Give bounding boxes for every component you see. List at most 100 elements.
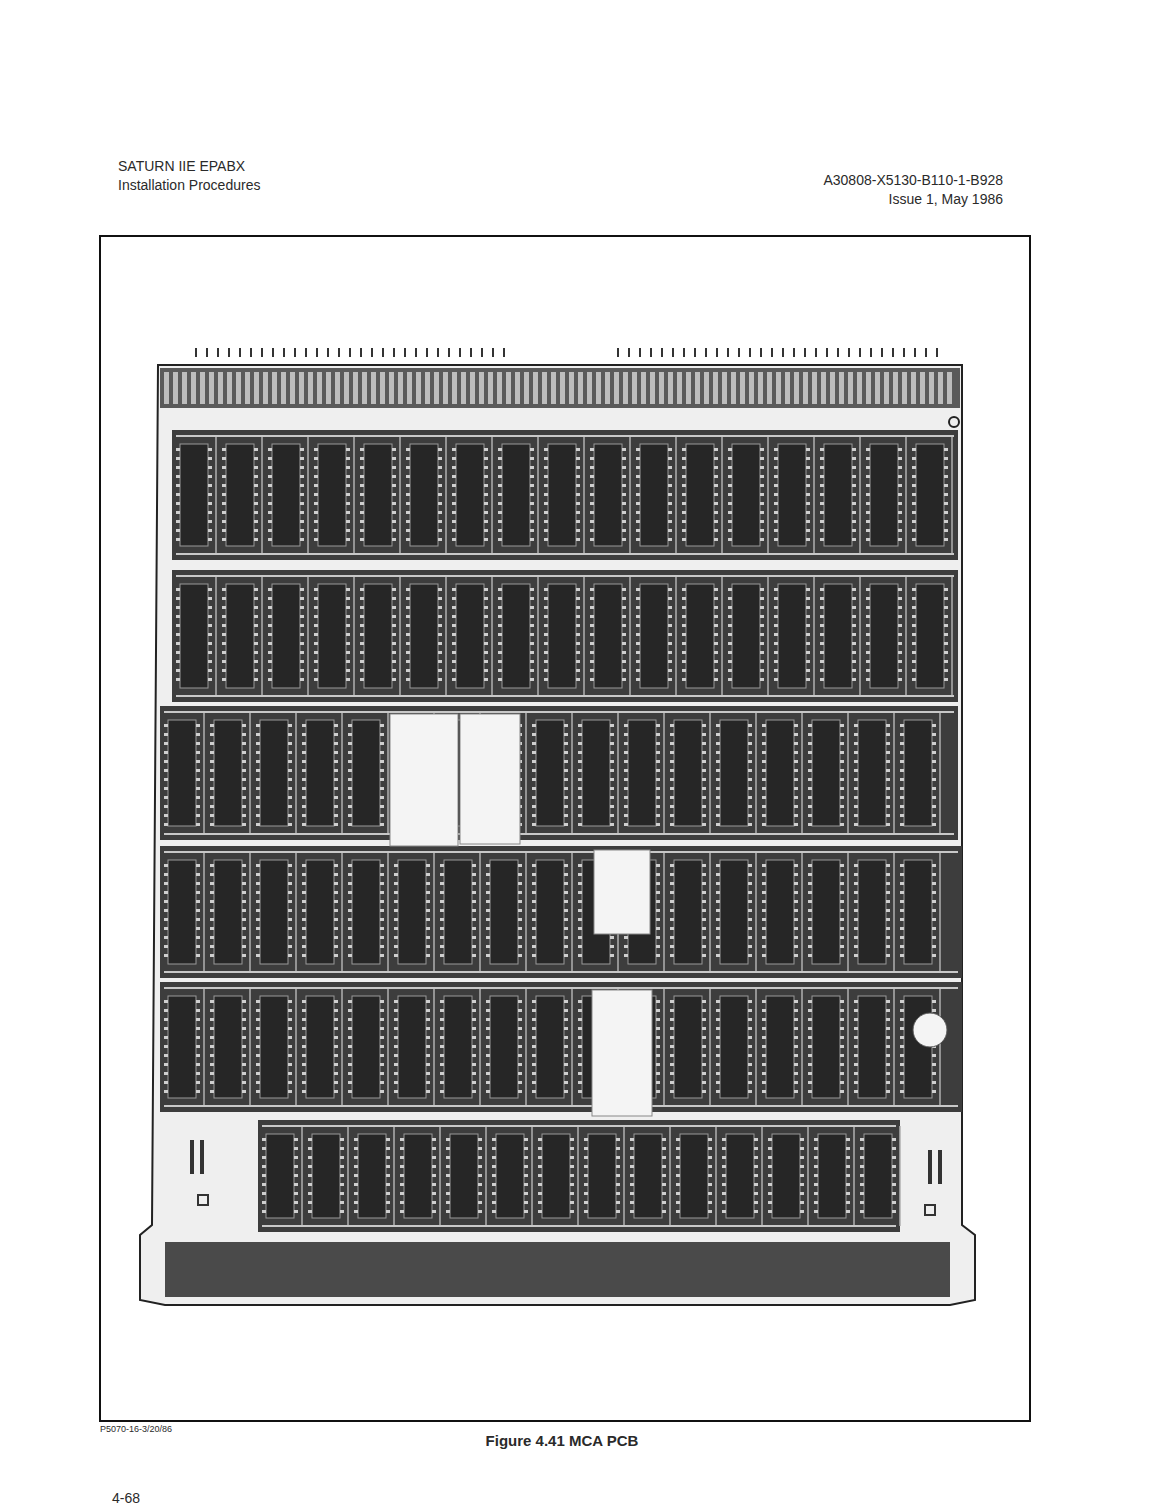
ic-chip — [214, 860, 242, 964]
ic-pin — [242, 945, 246, 948]
ic-pin — [944, 520, 948, 523]
finger — [929, 372, 934, 404]
ic-pin — [912, 502, 916, 505]
ic-chip — [502, 444, 530, 546]
ic-pin — [622, 484, 626, 487]
ic-pin — [622, 538, 626, 541]
ic-pin — [334, 891, 338, 894]
ic-pin — [806, 493, 810, 496]
finger — [650, 372, 655, 404]
ic-pin — [610, 742, 614, 745]
ic-pin — [300, 669, 304, 672]
ic-pin — [288, 760, 292, 763]
ic-pin — [590, 660, 594, 663]
ic-pin — [944, 448, 948, 451]
finger — [461, 372, 466, 404]
ic-pin — [530, 615, 534, 618]
ic-pin — [392, 520, 396, 523]
ic-pin — [164, 1036, 168, 1039]
ic-pin — [840, 891, 844, 894]
ic-pin — [314, 484, 318, 487]
ic-pin — [380, 760, 384, 763]
ic-pin — [288, 1000, 292, 1003]
ic-pin — [438, 633, 442, 636]
ic-pin — [302, 805, 306, 808]
ic-pin — [762, 936, 766, 939]
ic-pin — [820, 678, 824, 681]
ic-pin — [636, 484, 640, 487]
ic-pin — [380, 1018, 384, 1021]
ic-pin — [590, 588, 594, 591]
ic-pin — [348, 873, 352, 876]
ic-pin — [210, 900, 214, 903]
ic-pin — [668, 606, 672, 609]
ic-pin — [544, 678, 548, 681]
ic-pin — [716, 724, 720, 727]
ic-pin — [242, 1036, 246, 1039]
ic-pin — [426, 1081, 430, 1084]
ic-chip — [916, 584, 944, 688]
ic-pin — [394, 1063, 398, 1066]
trace — [525, 852, 527, 972]
ic-pin — [840, 882, 844, 885]
ic-pin — [898, 651, 902, 654]
pin-tick — [683, 348, 685, 357]
ic-pin — [334, 1009, 338, 1012]
ic-pin — [452, 466, 456, 469]
ic-pin — [702, 787, 706, 790]
ic-pin — [898, 597, 902, 600]
ic-pin — [808, 823, 812, 826]
ic-pin — [886, 873, 890, 876]
ic-pin — [760, 597, 764, 600]
ic-pin — [406, 457, 410, 460]
ic-pin — [486, 891, 490, 894]
ic-pin — [302, 1081, 306, 1084]
ic-chip — [364, 584, 392, 688]
ic-pin — [668, 615, 672, 618]
edge-connector — [160, 368, 960, 408]
ic-pin — [622, 624, 626, 627]
ic-pin — [334, 733, 338, 736]
ic-pin — [302, 945, 306, 948]
ic-pin — [300, 678, 304, 681]
ic-pin — [300, 484, 304, 487]
ic-pin — [208, 475, 212, 478]
ic-pin — [578, 796, 582, 799]
ic-pin — [452, 529, 456, 532]
ic-pin — [808, 769, 812, 772]
ic-pin — [544, 669, 548, 672]
ic-pin — [440, 1036, 444, 1039]
ic-pin — [472, 1072, 476, 1075]
ic-chip — [594, 584, 622, 688]
trace — [709, 852, 711, 972]
finger — [659, 372, 664, 404]
ic-chip — [490, 860, 518, 964]
ic-pin — [484, 484, 488, 487]
trace — [341, 988, 343, 1106]
ic-pin — [348, 1054, 352, 1057]
ic-pin — [866, 651, 870, 654]
ic-pin — [164, 724, 168, 727]
ic-pin — [544, 660, 548, 663]
ic-pin — [440, 936, 444, 939]
ic-pin — [314, 538, 318, 541]
ic-pin — [886, 742, 890, 745]
ic-pin — [452, 475, 456, 478]
ic-pin — [714, 520, 718, 523]
trace — [387, 852, 389, 972]
ic-pin — [268, 642, 272, 645]
ic-pin — [360, 651, 364, 654]
ic-pin — [806, 457, 810, 460]
ic-pin — [360, 529, 364, 532]
ic-pin — [668, 475, 672, 478]
ic-pin — [590, 651, 594, 654]
ic-pin — [668, 448, 672, 451]
ic-pin — [498, 651, 502, 654]
ic-pin — [852, 493, 856, 496]
ic-pin — [590, 615, 594, 618]
ic-pin — [866, 597, 870, 600]
ic-pin — [426, 1072, 430, 1075]
trace — [675, 436, 677, 554]
ic-pin — [886, 882, 890, 885]
ic-pin — [222, 678, 226, 681]
